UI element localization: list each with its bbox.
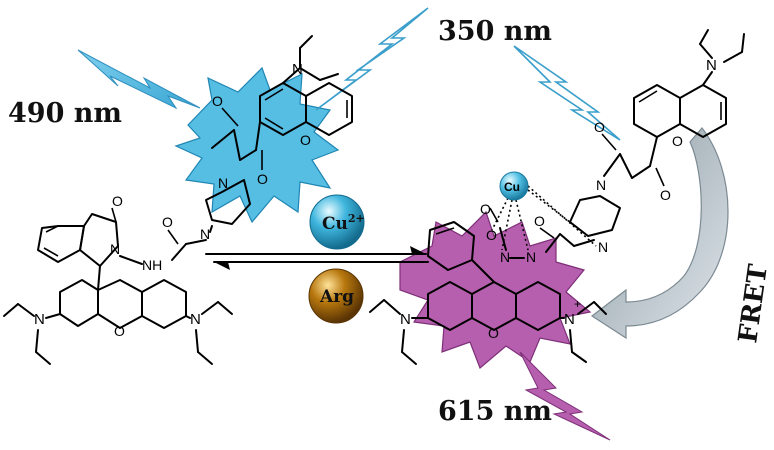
excitation-bolt-490 [77, 49, 201, 110]
svg-text:O: O [114, 323, 125, 339]
cu-ion-label: Cu2+ [322, 212, 365, 234]
svg-text:O: O [300, 132, 311, 148]
label-fret: FRET [733, 262, 774, 345]
svg-text:N: N [218, 175, 228, 191]
svg-text:NH: NH [142, 257, 162, 273]
svg-text:N: N [292, 61, 303, 78]
svg-text:N: N [526, 249, 536, 265]
svg-text:O: O [534, 213, 545, 229]
cu-center-sphere [499, 171, 529, 201]
free-probe-structure: N O O O N N O NH N O O N [3, 35, 353, 365]
svg-text:O: O [480, 201, 491, 217]
svg-text:O: O [486, 227, 497, 243]
fret-arrow [590, 127, 729, 340]
svg-text:N: N [500, 249, 510, 265]
svg-text:O: O [112, 193, 123, 209]
svg-text:O: O [672, 133, 683, 149]
svg-text:O: O [257, 171, 268, 187]
label-490nm: 490 nm [8, 98, 122, 129]
svg-text:N: N [34, 311, 45, 328]
svg-text:O: O [488, 325, 499, 341]
emission-bolt-615 [519, 351, 611, 441]
svg-text:O: O [660, 187, 671, 203]
arg-sphere [308, 268, 364, 324]
arg-label: Arg [319, 287, 354, 307]
equilibrium-arrows [205, 246, 429, 270]
excitation-bolt-350-top [315, 7, 429, 111]
svg-text:N: N [598, 239, 608, 255]
label-615nm: 615 nm [438, 396, 552, 427]
cu-ion-sphere [309, 194, 365, 250]
svg-text:+: + [574, 297, 581, 311]
svg-text:O: O [162, 214, 173, 230]
cu-center-label: Cu [504, 180, 520, 194]
svg-text:N: N [596, 177, 606, 193]
cu-complex-structure: N O O O N N O N N O [369, 29, 745, 365]
svg-text:N: N [400, 311, 411, 328]
svg-text:N: N [706, 57, 717, 74]
excitation-bolt-350-right [513, 45, 621, 141]
svg-text:O: O [594, 119, 605, 135]
svg-text:O: O [212, 93, 223, 109]
svg-text:N: N [200, 226, 210, 242]
svg-text:N: N [564, 311, 575, 328]
svg-text:N: N [190, 311, 201, 328]
label-350nm: 350 nm [438, 16, 552, 47]
